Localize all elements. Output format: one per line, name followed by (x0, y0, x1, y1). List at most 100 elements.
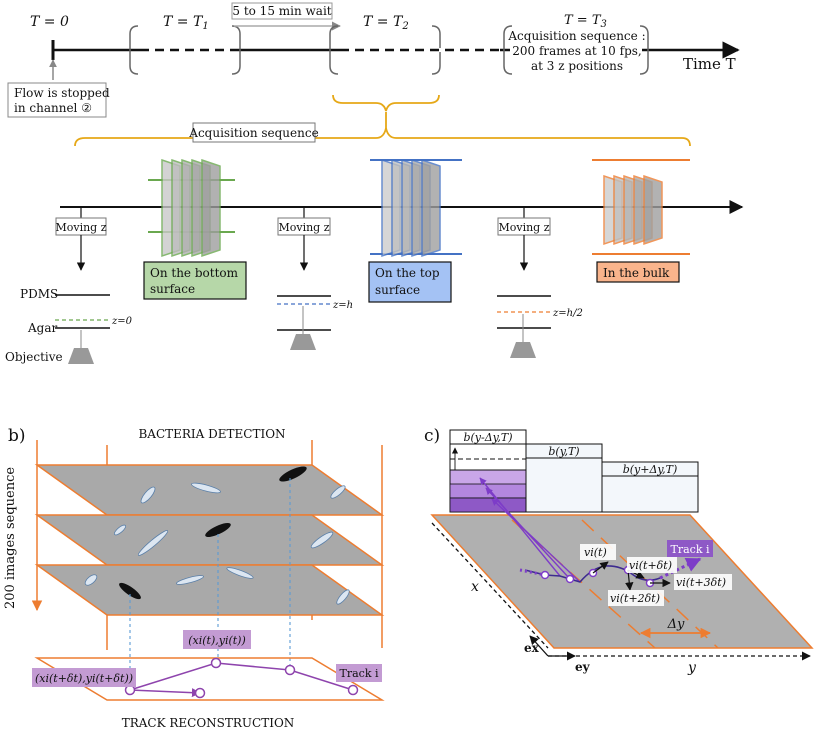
image-sequence-label: 200 images sequence (3, 467, 18, 609)
acquisition-line-2: 200 frames at 10 fps, (512, 44, 641, 58)
panel-c: c) b(y-Δy,T) b(y,T) b(y+Δy,T) (424, 426, 814, 676)
delta-y-label: Δy (667, 617, 685, 632)
x-axis-label: x (471, 579, 479, 595)
objective-2 (290, 334, 316, 350)
track-point (194, 687, 206, 699)
histogram-bin-3 (601, 461, 699, 513)
pdms-label: PDMS (20, 287, 58, 301)
track-line (129, 662, 354, 691)
acquisition-line-1: Acquisition sequence : (507, 29, 645, 43)
z0-label: z=0 (111, 316, 133, 327)
bulk-label: In the bulk (603, 266, 670, 280)
t0-label: T = 0 (30, 14, 69, 30)
bin-label-1: b(y-Δy,T) (463, 431, 512, 444)
bin-label-2: b(y,T) (548, 445, 579, 458)
t1-label: T = T1 (163, 14, 209, 32)
acquisition-sequence-label: Acquisition sequence (188, 126, 318, 140)
bacterium-tracked (119, 582, 141, 600)
acquisition-line-3: at 3 z positions (531, 59, 623, 73)
ex-vector (529, 635, 549, 657)
flow-stopped-box (7, 82, 107, 118)
wait-box (231, 2, 333, 20)
bacterium (113, 524, 127, 536)
wait-label: 5 to 15 min wait (232, 4, 331, 18)
histogram-bin-2 (525, 443, 603, 513)
bacterium (226, 567, 254, 579)
top-surface-line-1: On the top (375, 266, 440, 280)
acquisition-sequence-box (192, 122, 316, 143)
ex-label: ex (524, 641, 540, 655)
bacterium (140, 486, 156, 504)
zh-label: z=h (332, 300, 353, 311)
moving-z-label-1: Moving z (55, 221, 106, 234)
frame-plane-3 (34, 564, 385, 616)
frame-plane-2 (34, 514, 385, 566)
bin-label-3: b(y+Δy,T) (623, 463, 678, 476)
flow-line-1: Flow is stopped (14, 86, 110, 100)
large-gold-brace (74, 127, 691, 147)
orange-frame-stack (592, 159, 690, 255)
bottom-surface-line-1: On the bottom (150, 266, 239, 280)
position-label: (xi(t),yi(t)) (188, 634, 246, 647)
track-point (284, 664, 296, 676)
track-label-b: Track i (340, 667, 379, 680)
bacterium (191, 482, 221, 494)
bottom-surface-box (143, 261, 247, 300)
velocity-label-2: vi(t+δt) (629, 559, 672, 572)
position-next-label: (xi(t+δt),yi(t+δt)) (35, 672, 133, 685)
top-surface-line-2: surface (375, 283, 420, 297)
channel-surface (430, 514, 814, 649)
objective-3 (510, 342, 536, 358)
time-axis-label: Time T (683, 55, 736, 73)
bacteria-detection-title: BACTERIA DETECTION (138, 427, 285, 441)
small-gold-brace (332, 94, 440, 112)
panel-a: a) T = 0 T = T1 5 to 15 min wait T = T2 … (5, 2, 744, 364)
agar-label: Agar (27, 321, 58, 335)
track-path-c (524, 565, 661, 583)
t2-open-bracket (329, 25, 339, 75)
moving-z-label-2: Moving z (278, 221, 329, 234)
position-next-label-box (32, 668, 136, 687)
bottom-surface-line-2: surface (150, 282, 195, 296)
panel-c-label: c) (424, 426, 440, 446)
panel-b: b) BACTERIA DETECTION TRACK RECONSTRUCTI… (3, 426, 385, 730)
track-label-box-b (336, 664, 382, 682)
bacterium-tracked (279, 466, 307, 482)
track-label-c: Track i (671, 543, 710, 556)
blue-frame-stack (370, 158, 462, 258)
bacterium-tracked (205, 522, 231, 538)
t3-open-bracket (503, 25, 513, 75)
panel-b-label: b) (8, 426, 26, 446)
x-axis-line (431, 522, 549, 649)
bacterium (310, 531, 334, 549)
green-frame-stack (148, 158, 235, 258)
bulk-box (596, 261, 680, 283)
objective-label: Objective (5, 350, 63, 364)
bacterium (137, 530, 169, 556)
t2-label: T = T2 (363, 14, 409, 32)
t1-close-bracket (231, 25, 241, 75)
track-point (210, 657, 222, 669)
flow-line-2: in channel ② (14, 101, 92, 115)
bacterium (176, 575, 204, 585)
ey-label: ey (575, 660, 591, 674)
bacterium (336, 589, 350, 605)
t1-open-bracket (129, 25, 139, 75)
track-point (540, 570, 550, 580)
objective-1 (68, 348, 94, 364)
top-surface-box (368, 261, 452, 303)
y-axis-label: y (687, 660, 697, 676)
t3-label: T = T3 (564, 13, 607, 30)
velocity-label-1: vi(t) (584, 546, 607, 559)
bacterium (330, 485, 346, 499)
track-label-box-c (667, 540, 713, 557)
position-label-box (183, 630, 251, 649)
track-reconstruction-title: TRACK RECONSTRUCTION (122, 716, 295, 730)
t3-close-bracket (639, 25, 649, 75)
velocity-label-3: vi(t+2δt) (610, 592, 660, 605)
track-point (565, 574, 575, 584)
bacterium (84, 574, 98, 586)
track-point (347, 684, 359, 696)
